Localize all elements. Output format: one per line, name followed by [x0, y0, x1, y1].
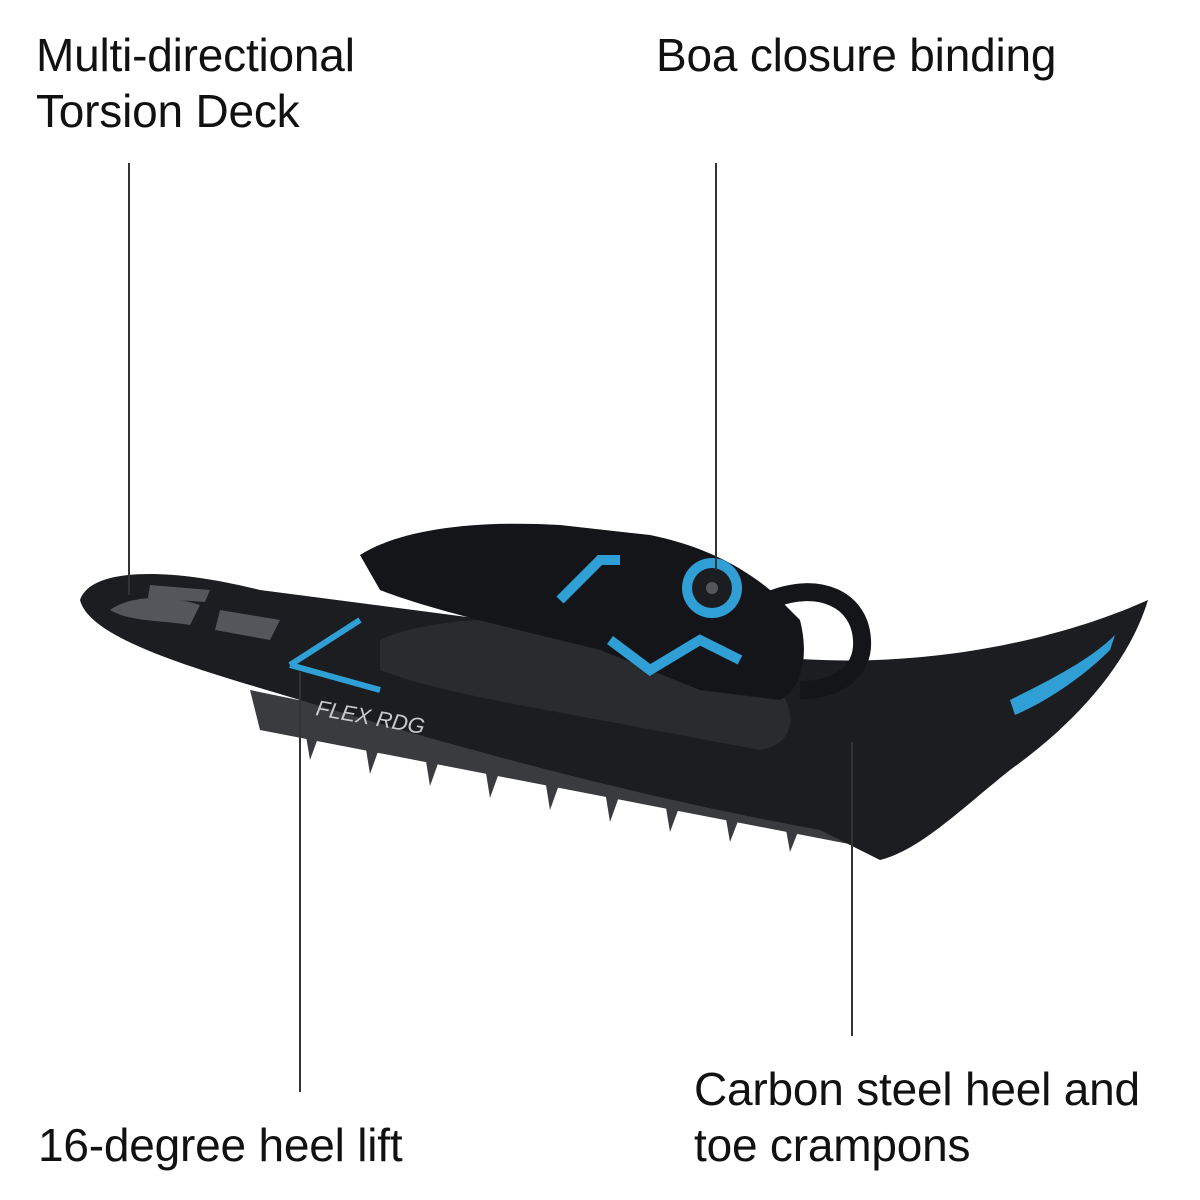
torsion-deck-label-line2: Torsion Deck [36, 85, 300, 137]
toe-accent [1010, 635, 1115, 715]
heel-lift-callout: 16-degree heel lift [38, 1117, 403, 1173]
crampons-label-line1: Carbon steel heel and [694, 1063, 1140, 1115]
deck-openings [110, 585, 280, 640]
torsion-deck-label-line1: Multi-directional [36, 29, 355, 81]
boa-dial [682, 558, 742, 618]
crampons-leader-line [851, 742, 853, 1036]
heel-lift-bar [288, 617, 381, 693]
torsion-deck-callout: Multi-directional Torsion Deck [36, 27, 355, 139]
binding-accent [556, 555, 743, 677]
boa-binding-leader-line [715, 163, 717, 570]
boa-binding-label: Boa closure binding [656, 29, 1057, 81]
torsion-deck-leader-line [128, 163, 130, 595]
heel-lift-leader-line [299, 672, 301, 1092]
boa-binding-callout: Boa closure binding [656, 27, 1056, 83]
heel-lift-label: 16-degree heel lift [38, 1119, 403, 1171]
crampons-callout: Carbon steel heel and toe crampons [694, 1061, 1140, 1173]
heel-strap [766, 583, 872, 699]
binding-platform [380, 619, 791, 750]
crampons-label-line2: toe crampons [694, 1119, 971, 1171]
